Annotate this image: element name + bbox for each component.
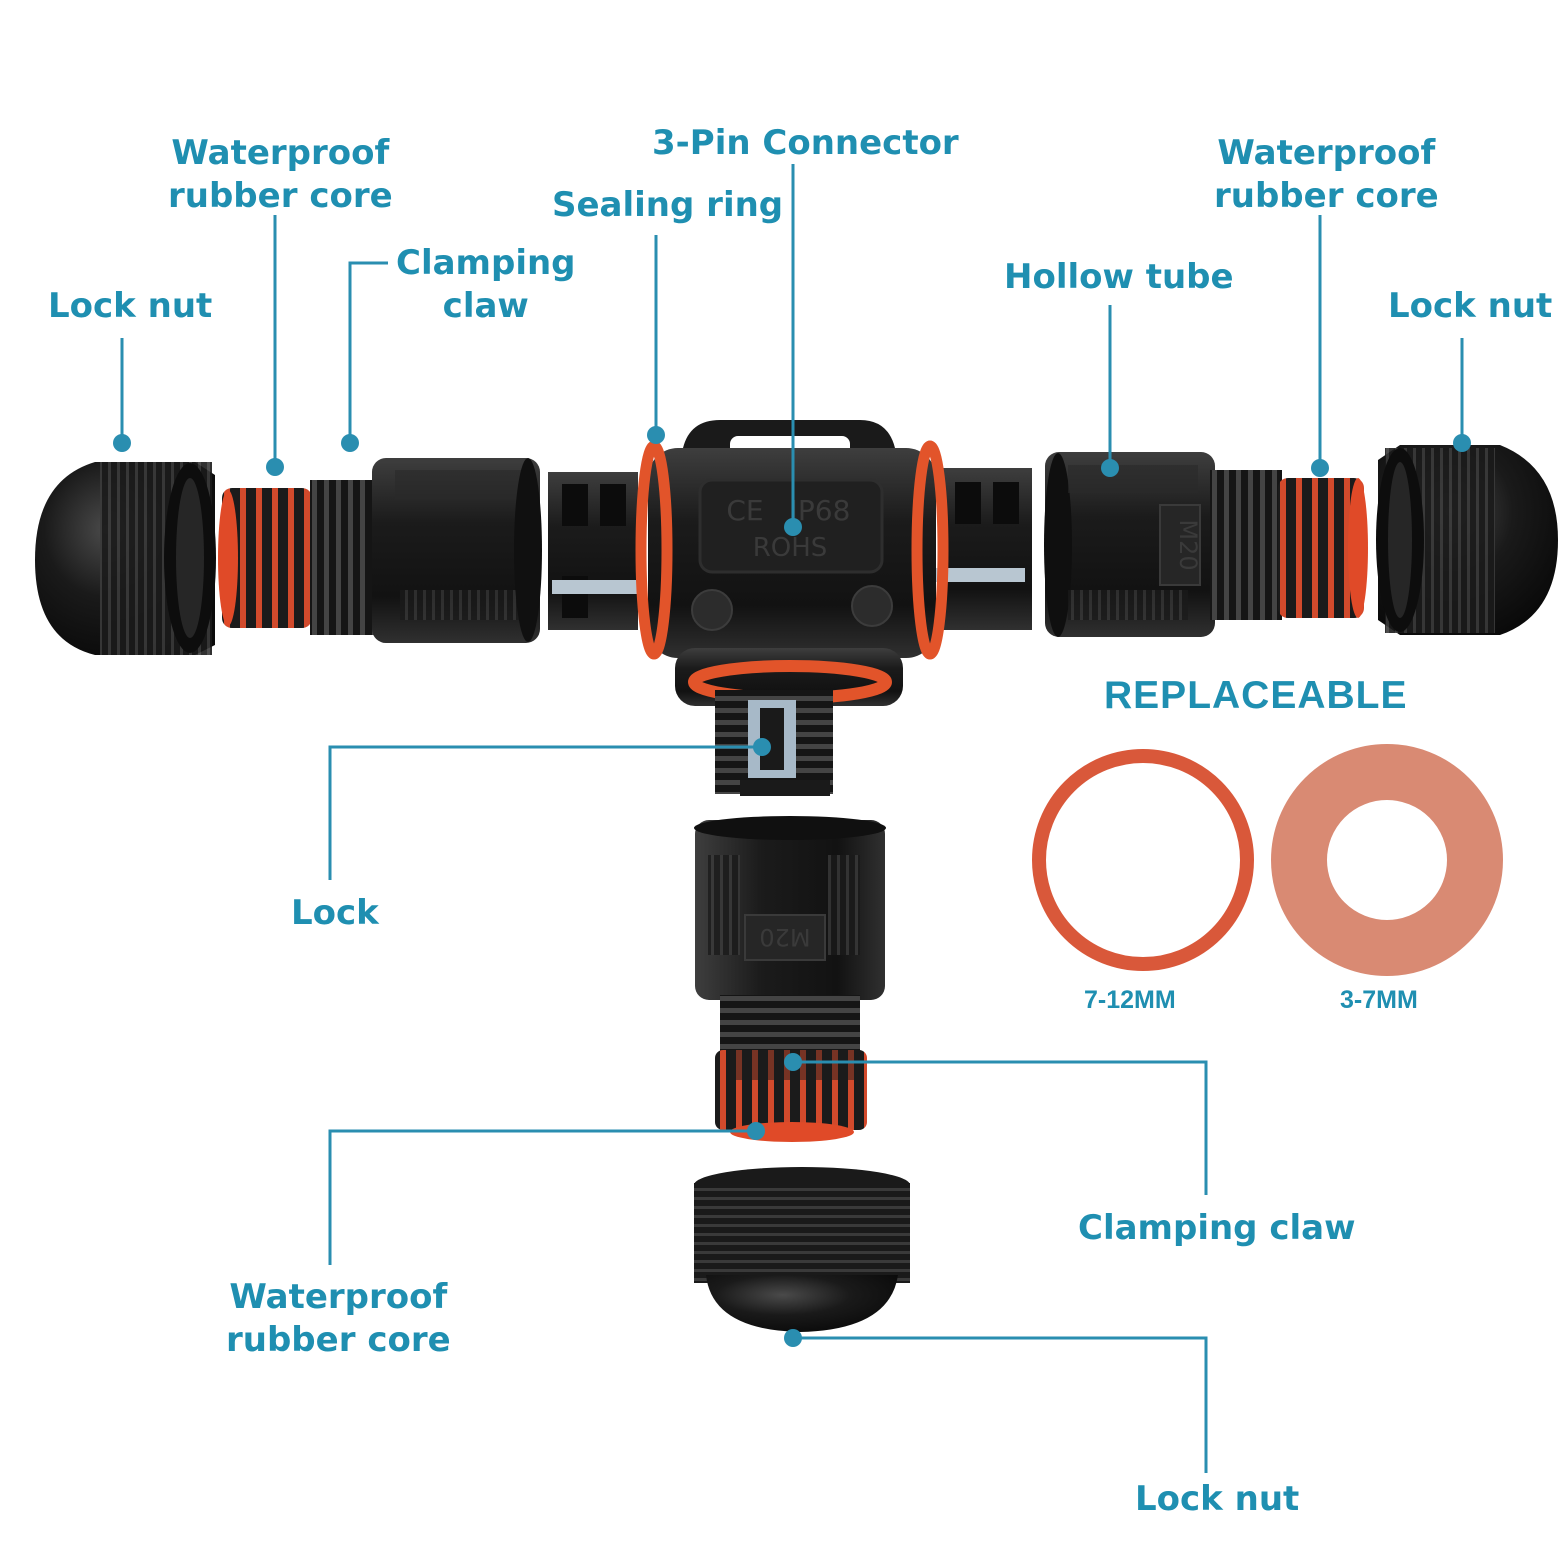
dot-lock: [753, 738, 771, 756]
gasket-size-small: 3-7MM: [1340, 986, 1418, 1014]
label-rubber-core-bottom: Waterproof rubber core: [226, 1277, 451, 1360]
label-clamping-claw-left: Clamping claw: [396, 243, 576, 326]
dot-rubber-core-bottom: [747, 1122, 765, 1140]
ce-mark: CE: [726, 494, 763, 527]
dot-lock-nut-right: [1453, 434, 1471, 452]
label-lock-nut-right: Lock nut: [1388, 286, 1553, 326]
label-sealing-ring: Sealing ring: [552, 185, 784, 225]
leader-lock-nut-bottom: [793, 1336, 1208, 1473]
right-rubber-core: [1210, 470, 1368, 620]
label-clamping-claw-bottom: Clamping claw: [1078, 1208, 1356, 1248]
dot-pin-connector: [784, 518, 802, 536]
dot-clamping-claw-left: [341, 434, 359, 452]
replaceable-title: REPLACEABLE: [1104, 674, 1408, 717]
leader-clamping-claw-bottom: [793, 1060, 1208, 1195]
label-rubber-core-right: Waterproof rubber core: [1214, 133, 1439, 216]
label-lock: Lock: [291, 893, 379, 933]
right-hollow-tube: M20: [1044, 452, 1215, 637]
dot-hollow-tube: [1101, 459, 1119, 477]
leader-dots: [113, 426, 1471, 1347]
leader-rubber-core-bottom: [328, 1129, 756, 1265]
bottom-lock-nut: [694, 1167, 910, 1332]
dot-clamping-claw-bottom: [784, 1053, 802, 1071]
leader-clamping-claw-left: [348, 261, 388, 443]
label-lock-nut-bottom: Lock nut: [1135, 1479, 1300, 1519]
left-clamping-claw: [310, 458, 542, 643]
left-rubber-core: [218, 488, 312, 628]
thread-mark-right: M20: [1174, 519, 1202, 570]
dot-lock-nut-bottom: [784, 1329, 802, 1347]
connector-hub: CE IP68 ROHS: [548, 420, 1032, 796]
dot-lock-nut-left: [113, 434, 131, 452]
dot-rubber-core-left: [266, 458, 284, 476]
thread-mark-bottom: M20: [759, 923, 810, 951]
gasket-size-large: 7-12MM: [1084, 986, 1176, 1014]
label-pin-connector: 3-Pin Connector: [652, 123, 959, 163]
gasket-oring: [1032, 749, 1254, 971]
gasket-flat-washer: [1271, 744, 1503, 976]
dot-rubber-core-right: [1311, 459, 1329, 477]
label-lock-nut-left: Lock nut: [48, 286, 213, 326]
right-lock-nut: [1376, 445, 1558, 635]
leader-lines: [120, 164, 1464, 1473]
label-hollow-tube: Hollow tube: [1004, 257, 1234, 297]
label-rubber-core-left: Waterproof rubber core: [168, 133, 393, 216]
bottom-hollow-tube: M20: [694, 816, 886, 1000]
dot-sealing-ring: [647, 426, 665, 444]
left-lock-nut: [35, 462, 216, 655]
rohs-mark: ROHS: [753, 533, 828, 563]
leader-lock: [328, 745, 762, 880]
